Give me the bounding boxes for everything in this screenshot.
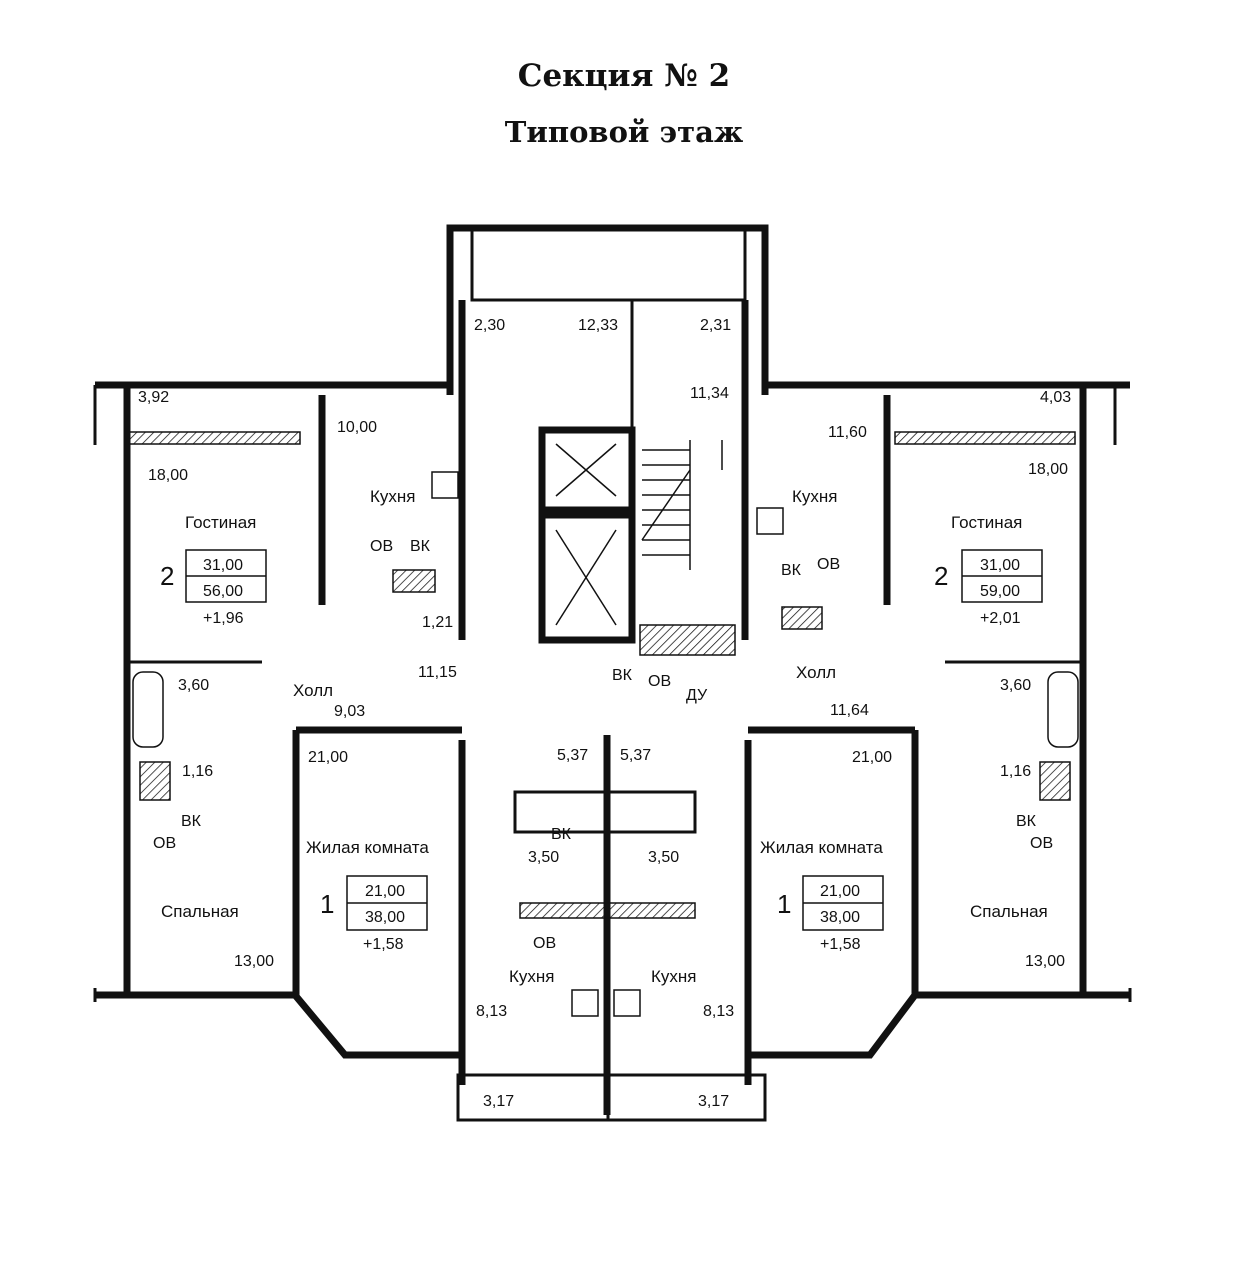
room-label-bedroom: Спальная — [161, 902, 239, 921]
shaft-label: ВК — [551, 826, 572, 843]
area-label: 5,37 — [557, 747, 588, 764]
room-label-kitchen: Кухня — [370, 487, 416, 506]
walls — [93, 224, 1132, 1122]
area-label: 13,00 — [234, 953, 274, 970]
area-label: 3,92 — [138, 389, 169, 406]
area-label: 3,17 — [483, 1093, 514, 1110]
shaft-label: ВК — [410, 538, 431, 555]
apartment-info-bl: 1 21,00 38,00 +1,58 — [320, 875, 428, 953]
shaft-label: ОВ — [1030, 835, 1053, 852]
area-label: 1,21 — [422, 614, 453, 631]
room-label-kitchen: Кухня — [792, 487, 838, 506]
shaft-labels: ОВ ВК ВК ОВ ВК ОВ ДУ ВК ОВ ВК ОВ ВК ОВ — [153, 538, 1053, 952]
area-label: 5,37 — [620, 747, 651, 764]
extra-area: +1,58 — [820, 936, 861, 953]
area-label: 21,00 — [308, 749, 348, 766]
living-area: 31,00 — [980, 557, 1020, 574]
extra-area: +2,01 — [980, 610, 1021, 627]
area-label: 18,00 — [1028, 461, 1068, 478]
room-label-living: Гостиная — [951, 513, 1022, 532]
extra-area: +1,96 — [203, 610, 244, 627]
shaft-label: ОВ — [153, 835, 176, 852]
total-area: 59,00 — [980, 583, 1020, 600]
shaft-label: ОВ — [370, 538, 393, 555]
total-area: 56,00 — [203, 583, 243, 600]
area-label: 8,13 — [476, 1003, 507, 1020]
living-area: 31,00 — [203, 557, 243, 574]
area-label: 4,03 — [1040, 389, 1071, 406]
area-label: 2,30 — [474, 317, 505, 334]
area-label: 21,00 — [852, 749, 892, 766]
apartment-info-tl: 2 31,00 56,00 +1,96 — [160, 549, 267, 627]
page-subtitle: Типовой этаж — [504, 115, 744, 149]
total-area: 38,00 — [365, 909, 405, 926]
page-title: Секция № 2 — [517, 58, 731, 94]
area-label: 1,16 — [1000, 763, 1031, 780]
room-count: 2 — [160, 561, 174, 591]
area-label: 12,33 — [578, 317, 618, 334]
area-label: 11,60 — [828, 424, 867, 441]
room-label-hall: Холл — [293, 681, 333, 700]
room-label-room: Жилая комната — [760, 838, 883, 857]
area-label: 3,17 — [698, 1093, 729, 1110]
area-label: 11,64 — [830, 702, 869, 719]
room-label-kitchen: Кухня — [509, 967, 555, 986]
area-label: 3,50 — [648, 849, 679, 866]
area-label: 1,16 — [182, 763, 213, 780]
area-label: 11,15 — [418, 664, 457, 681]
living-area: 21,00 — [820, 883, 860, 900]
room-label-hall: Холл — [796, 663, 836, 682]
shaft-label: ВК — [781, 562, 802, 579]
area-labels: 2,30 12,33 2,31 11,34 3,92 4,03 10,00 11… — [138, 317, 1071, 1110]
stairs — [641, 440, 723, 570]
room-count: 1 — [777, 889, 791, 919]
area-label: 8,13 — [703, 1003, 734, 1020]
area-label: 13,00 — [1025, 953, 1065, 970]
room-count: 1 — [320, 889, 334, 919]
room-label-living: Гостиная — [185, 513, 256, 532]
area-label: 3,60 — [1000, 677, 1031, 694]
shaft-label: ВК — [612, 667, 633, 684]
extra-area: +1,58 — [363, 936, 404, 953]
shaft-label: ДУ — [686, 687, 708, 704]
room-label-room: Жилая комната — [306, 838, 429, 857]
shaft-label: ВК — [1016, 813, 1037, 830]
room-labels: Кухня Кухня Кухня Кухня Гостиная Гостина… — [161, 487, 1048, 986]
shaft-label: ОВ — [648, 673, 671, 690]
area-label: 11,34 — [690, 385, 729, 402]
total-area: 38,00 — [820, 909, 860, 926]
area-label: 3,50 — [528, 849, 559, 866]
apartment-info-br: 1 21,00 38,00 +1,58 — [777, 875, 884, 953]
room-label-bedroom: Спальная — [970, 902, 1048, 921]
living-area: 21,00 — [365, 883, 405, 900]
room-count: 2 — [934, 561, 948, 591]
shaft-label: ОВ — [817, 556, 840, 573]
area-label: 3,60 — [178, 677, 209, 694]
room-label-kitchen: Кухня — [651, 967, 697, 986]
area-label: 18,00 — [148, 467, 188, 484]
shaft-label: ВК — [181, 813, 202, 830]
area-label: 10,00 — [337, 419, 377, 436]
shaft-label: ОВ — [533, 935, 556, 952]
area-label: 9,03 — [334, 703, 365, 720]
apartment-info-tr: 2 31,00 59,00 +2,01 — [934, 549, 1043, 627]
area-label: 2,31 — [700, 317, 731, 334]
